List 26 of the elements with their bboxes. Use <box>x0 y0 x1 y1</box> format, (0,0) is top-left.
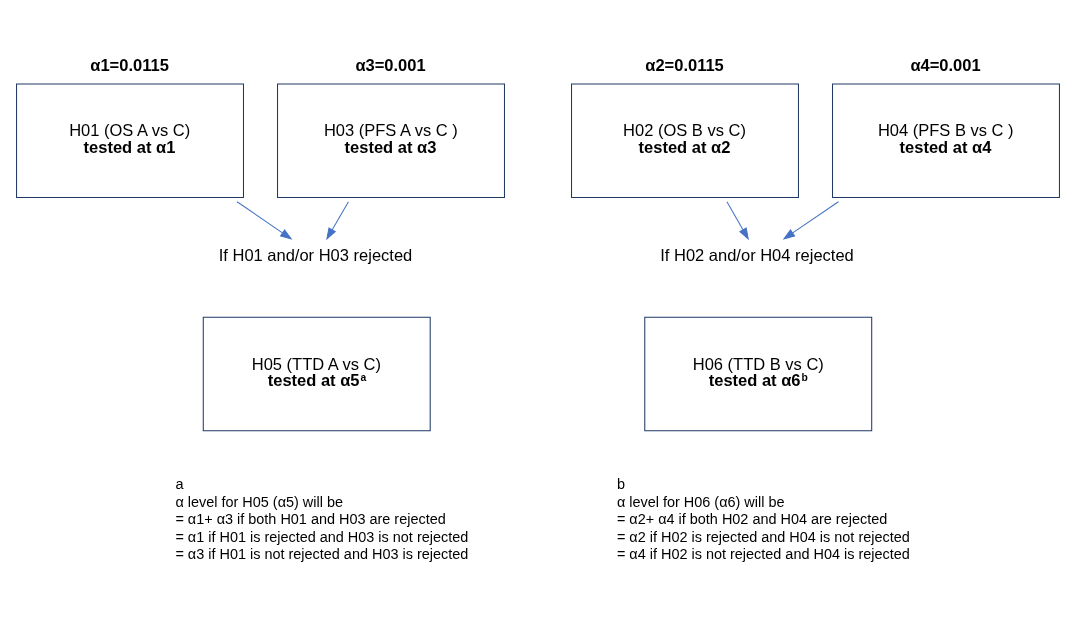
node-text: If H02 and/or H04 rejected <box>660 246 854 265</box>
node-box: H02 (OS B vs C) tested at α2 <box>571 83 799 199</box>
node-label: α2=0.0115 <box>645 56 724 75</box>
label: = α1+ α3 if both H01 and H03 are rejected <box>175 511 446 528</box>
node-box: H06 (TTD B vs C) tested at α6$^{b}$ <box>644 316 873 432</box>
node-box: H04 (PFS B vs C ) tested at α4 <box>832 83 1060 199</box>
node-label: α4=0.001 <box>910 56 981 75</box>
label: b <box>616 476 625 493</box>
node-box: H05 (TTD A vs C) tested at α5$^{a}$ <box>202 316 431 432</box>
node-label: α3=0.001 <box>355 56 426 75</box>
label: = α2+ α4 if both H02 and H04 are rejected <box>616 511 888 528</box>
label: a <box>175 476 184 493</box>
label: = α4 if H02 is not rejected and H04 is rejected <box>616 546 910 563</box>
label: = α3 if H01 is not rejected and H03 is rejected <box>175 546 469 563</box>
label: α level for H06 (α6) will be <box>616 493 785 510</box>
label: = α1 if H01 is rejected and H03 is not rejected <box>175 528 469 545</box>
node-box: H03 (PFS A vs C ) tested at α3 <box>277 83 505 199</box>
label: = α2 if H02 is rejected and H04 is not rejected <box>616 528 910 545</box>
label: α level for H05 (α5) will be <box>175 493 343 510</box>
arrow <box>782 201 839 240</box>
node-box: H01 (OS A vs C) tested at α1 <box>16 83 244 199</box>
node-text: If H01 and/or H03 rejected <box>218 246 413 265</box>
arrow <box>236 201 293 240</box>
node-label: α1=0.0115 <box>90 56 169 75</box>
arrow <box>326 201 349 241</box>
arrow <box>726 201 749 241</box>
